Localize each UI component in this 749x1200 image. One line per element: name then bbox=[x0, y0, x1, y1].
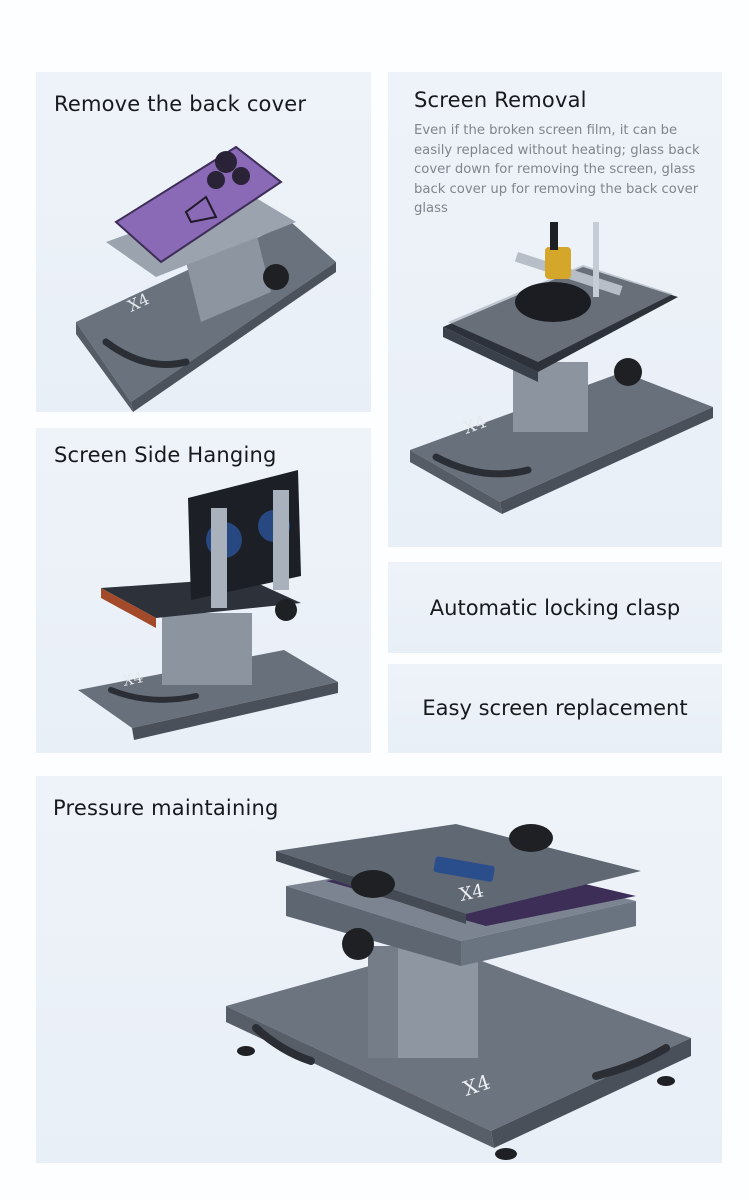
fixture-image-screen-removal: X4 bbox=[410, 222, 713, 514]
panel-title: Screen Removal bbox=[414, 88, 587, 112]
panel-title: Automatic locking clasp bbox=[429, 596, 681, 620]
fixture-image-side-hanging: X4 bbox=[78, 470, 338, 740]
fixture-image-pressure: X4 X4 bbox=[226, 824, 691, 1160]
x4-logo-mark: X4 bbox=[458, 880, 486, 906]
panel-easy-screen-replacement: Easy screen replacement bbox=[388, 664, 722, 753]
panel-screen-removal: Screen Removal Even if the broken screen… bbox=[388, 72, 722, 547]
panel-title: Screen Side Hanging bbox=[54, 443, 277, 467]
panel-title: Remove the back cover bbox=[54, 92, 307, 116]
panel-automatic-locking-clasp: Automatic locking clasp bbox=[388, 562, 722, 653]
panel-screen-side-hanging: Screen Side Hanging X4 bbox=[36, 428, 371, 753]
panel-pressure-maintaining: Pressure maintaining X4 X4 bbox=[36, 776, 722, 1163]
fixture-image-back-cover: X4 bbox=[76, 145, 336, 412]
panel-remove-back-cover: Remove the back cover X4 bbox=[36, 72, 371, 412]
x4-logo-mark: X4 bbox=[121, 668, 145, 690]
panel-title: Pressure maintaining bbox=[53, 796, 279, 820]
panel-title: Easy screen replacement bbox=[422, 696, 688, 720]
panel-description: Even if the broken screen film, it can b… bbox=[414, 123, 700, 216]
